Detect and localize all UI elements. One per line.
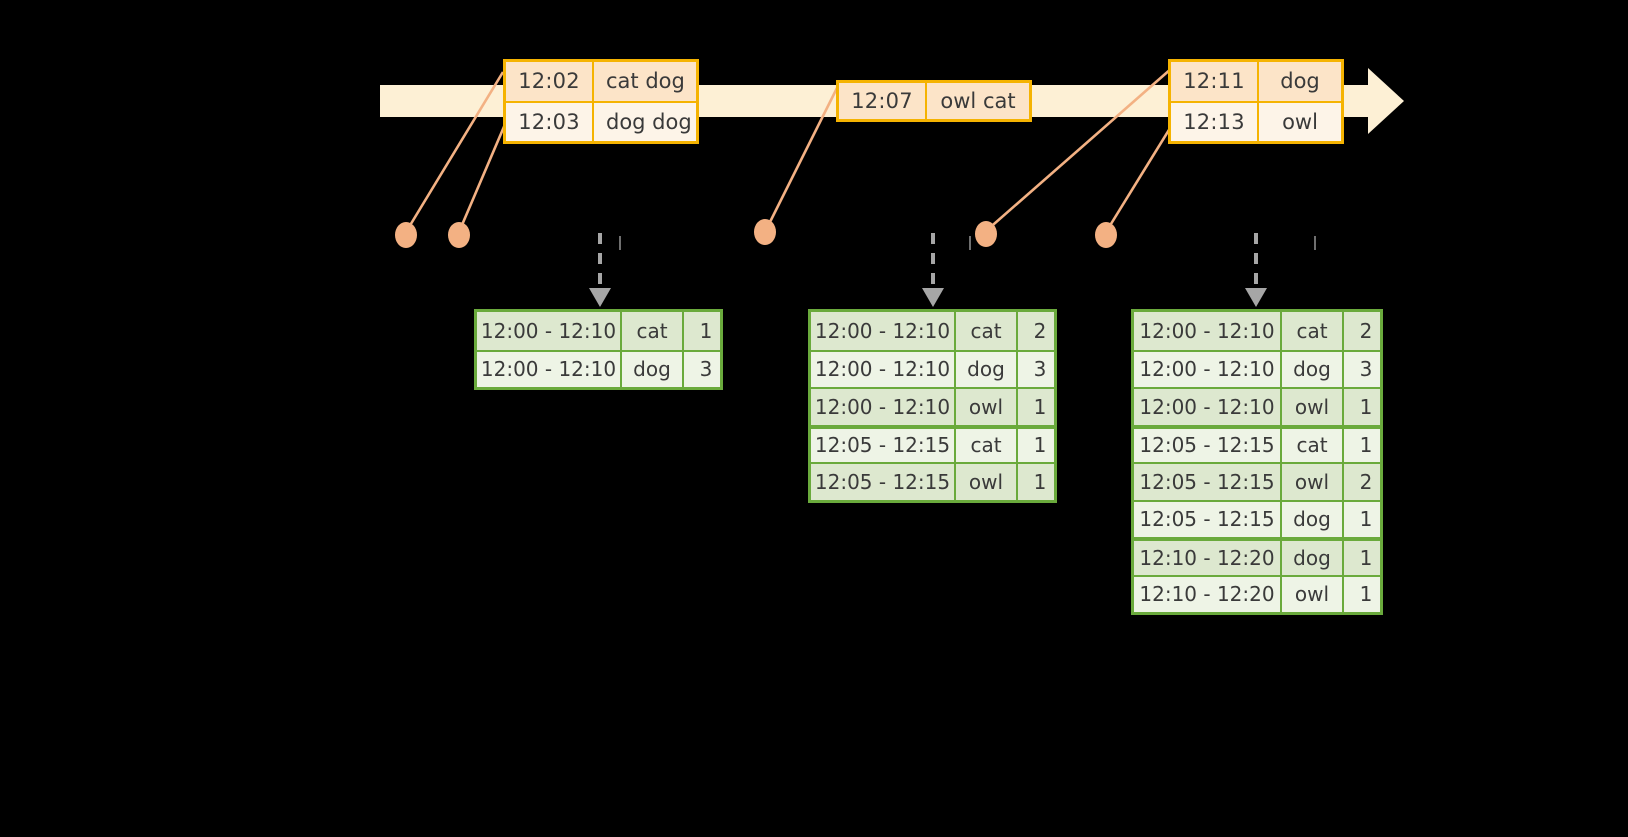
table-row[interactable]: 12:05 - 12:15 dog 1 bbox=[1134, 499, 1380, 537]
cell-window: 12:10 - 12:20 bbox=[1134, 541, 1282, 575]
event-dots bbox=[395, 219, 1117, 248]
cell-count: 3 bbox=[699, 357, 713, 382]
event-words: dog bbox=[1280, 69, 1320, 94]
event-row[interactable]: 12:02 cat dog bbox=[506, 62, 696, 101]
event-box-2[interactable]: 12:07 owl cat bbox=[836, 80, 1032, 122]
event-time: 12:13 bbox=[1171, 102, 1259, 141]
cell-window: 12:05 - 12:15 bbox=[811, 464, 956, 500]
emit-arrow-1 bbox=[589, 233, 611, 307]
cell-count: 3 bbox=[1359, 357, 1373, 382]
cell-window: 12:00 - 12:10 bbox=[811, 351, 956, 387]
cell-count: 1 bbox=[1033, 394, 1047, 419]
event-dot-4 bbox=[975, 221, 997, 247]
event-words: owl bbox=[1282, 109, 1318, 134]
cell-word: cat bbox=[1282, 312, 1344, 350]
timeline-ticks bbox=[619, 236, 1316, 250]
event-time: 12:11 bbox=[1171, 62, 1259, 101]
cell-word: dog bbox=[1282, 501, 1344, 537]
cell-count: 1 bbox=[699, 318, 713, 343]
cell-word: owl bbox=[956, 389, 1018, 425]
cell-window: 12:05 - 12:15 bbox=[1134, 428, 1282, 462]
event-box-1[interactable]: 12:02 cat dog 12:03 dog dog bbox=[503, 59, 699, 144]
event-row[interactable]: 12:13 owl bbox=[1171, 100, 1341, 141]
cell-count: 1 bbox=[1359, 582, 1373, 607]
cell-count: 3 bbox=[1033, 357, 1047, 382]
cell-window: 12:00 - 12:10 bbox=[1134, 312, 1282, 350]
event-words: cat dog bbox=[606, 69, 685, 94]
cell-word: owl bbox=[1282, 389, 1344, 425]
event-row[interactable]: 12:03 dog dog bbox=[506, 100, 696, 141]
cell-word: cat bbox=[622, 312, 684, 350]
cell-count: 1 bbox=[1359, 545, 1373, 570]
table-row[interactable]: 12:05 - 12:15 cat 1 bbox=[811, 424, 1054, 462]
event-box-3[interactable]: 12:11 dog 12:13 owl bbox=[1168, 59, 1344, 144]
cell-window: 12:05 - 12:15 bbox=[811, 428, 956, 462]
cell-count: 1 bbox=[1359, 507, 1373, 532]
connector-line-2 bbox=[457, 121, 508, 233]
connector-line-4 bbox=[985, 67, 1173, 232]
cell-word: owl bbox=[1282, 464, 1344, 500]
event-dot-1 bbox=[395, 222, 417, 248]
table-row[interactable]: 12:10 - 12:20 owl 1 bbox=[1134, 574, 1380, 612]
event-time: 12:03 bbox=[506, 102, 594, 141]
event-row[interactable]: 12:11 dog bbox=[1171, 62, 1341, 101]
cell-word: cat bbox=[1282, 428, 1344, 462]
cell-window: 12:10 - 12:20 bbox=[1134, 576, 1282, 612]
cell-word: owl bbox=[956, 464, 1018, 500]
result-table-3[interactable]: 12:00 - 12:10 cat 2 12:00 - 12:10 dog 3 … bbox=[1131, 309, 1383, 615]
event-dot-5 bbox=[1095, 222, 1117, 248]
table-row[interactable]: 12:05 - 12:15 owl 1 bbox=[811, 462, 1054, 500]
cell-window: 12:00 - 12:10 bbox=[811, 389, 956, 425]
event-words: dog dog bbox=[606, 109, 692, 134]
table-row[interactable]: 12:10 - 12:20 dog 1 bbox=[1134, 537, 1380, 575]
table-row[interactable]: 12:00 - 12:10 cat 2 bbox=[1134, 312, 1380, 350]
cell-count: 1 bbox=[1359, 394, 1373, 419]
emit-arrows bbox=[589, 233, 1267, 307]
table-row[interactable]: 12:00 - 12:10 dog 3 bbox=[811, 349, 1054, 387]
cell-word: cat bbox=[956, 428, 1018, 462]
event-row[interactable]: 12:07 owl cat bbox=[839, 83, 1029, 119]
table-row[interactable]: 12:00 - 12:10 cat 1 bbox=[477, 312, 720, 350]
cell-count: 2 bbox=[1359, 318, 1373, 343]
table-row[interactable]: 12:00 - 12:10 dog 3 bbox=[477, 349, 720, 387]
cell-window: 12:05 - 12:15 bbox=[1134, 501, 1282, 537]
cell-window: 12:00 - 12:10 bbox=[811, 312, 956, 350]
cell-word: dog bbox=[622, 351, 684, 387]
table-row[interactable]: 12:00 - 12:10 owl 1 bbox=[811, 387, 1054, 425]
emit-arrow-3 bbox=[1245, 233, 1267, 307]
table-row[interactable]: 12:00 - 12:10 dog 3 bbox=[1134, 349, 1380, 387]
emit-arrow-2 bbox=[922, 233, 944, 307]
event-connector-lines bbox=[404, 67, 1174, 233]
table-row[interactable]: 12:05 - 12:15 owl 2 bbox=[1134, 462, 1380, 500]
cell-word: dog bbox=[1282, 541, 1344, 575]
cell-word: owl bbox=[1282, 576, 1344, 612]
cell-count: 1 bbox=[1033, 469, 1047, 494]
cell-window: 12:05 - 12:15 bbox=[1134, 464, 1282, 500]
cell-window: 12:00 - 12:10 bbox=[1134, 351, 1282, 387]
event-time: 12:02 bbox=[506, 62, 594, 101]
cell-window: 12:00 - 12:10 bbox=[1134, 389, 1282, 425]
event-time: 12:07 bbox=[839, 83, 927, 119]
result-table-1[interactable]: 12:00 - 12:10 cat 1 12:00 - 12:10 dog 3 bbox=[474, 309, 723, 390]
table-row[interactable]: 12:00 - 12:10 owl 1 bbox=[1134, 387, 1380, 425]
connector-line-5 bbox=[1104, 124, 1174, 233]
cell-count: 1 bbox=[1359, 433, 1373, 458]
table-row[interactable]: 12:05 - 12:15 cat 1 bbox=[1134, 424, 1380, 462]
event-dot-3 bbox=[754, 219, 776, 245]
cell-window: 12:00 - 12:10 bbox=[477, 312, 622, 350]
table-row[interactable]: 12:00 - 12:10 cat 2 bbox=[811, 312, 1054, 350]
cell-window: 12:00 - 12:10 bbox=[477, 351, 622, 387]
event-dot-2 bbox=[448, 222, 470, 248]
connector-line-3 bbox=[763, 85, 840, 233]
connector-line-1 bbox=[404, 71, 505, 233]
cell-word: dog bbox=[1282, 351, 1344, 387]
cell-word: cat bbox=[956, 312, 1018, 350]
event-words: owl cat bbox=[940, 89, 1016, 113]
result-table-2[interactable]: 12:00 - 12:10 cat 2 12:00 - 12:10 dog 3 … bbox=[808, 309, 1057, 503]
cell-word: dog bbox=[956, 351, 1018, 387]
cell-count: 2 bbox=[1359, 469, 1373, 494]
cell-count: 2 bbox=[1033, 318, 1047, 343]
cell-count: 1 bbox=[1033, 433, 1047, 458]
